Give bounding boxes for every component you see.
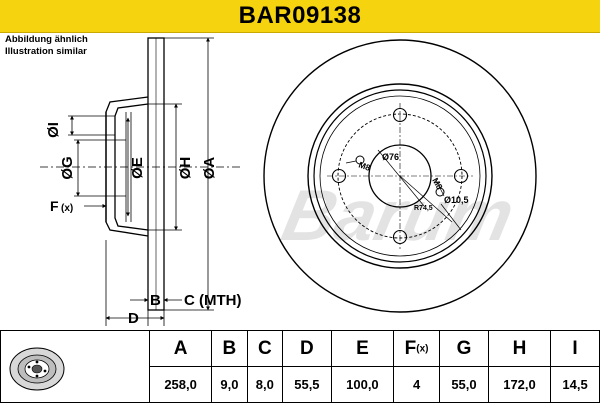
- spec-value-row: 258,0 9,0 8,0 55,5 100,0 4 55,0 172,0 14…: [1, 366, 600, 403]
- spec-header-G: G: [439, 330, 489, 367]
- technical-drawing: Barum: [40, 37, 537, 327]
- label-hole-diameter: Ø10,5: [444, 195, 469, 205]
- dim-label-D: D: [128, 310, 139, 327]
- header-bar: BAR09138: [0, 0, 600, 33]
- brake-disc-thumbnail-icon: [9, 347, 65, 391]
- dim-label-A: ØA: [201, 157, 218, 180]
- spec-value-I: 14,5: [550, 366, 600, 403]
- spec-header-C: C: [246, 330, 284, 367]
- label-thread-left: M8: [357, 159, 372, 173]
- spec-header-row: A B C D E F(x) G H I: [0, 330, 600, 403]
- dim-label-I: ØI: [45, 122, 62, 138]
- spec-header-E: E: [330, 330, 395, 367]
- spec-value-A: 258,0: [148, 366, 213, 403]
- spec-header-B: B: [211, 330, 248, 367]
- dim-label-F: F: [50, 198, 59, 214]
- front-view: [263, 39, 537, 313]
- dim-label-C: C (MTH): [184, 292, 241, 309]
- spec-value-G: 55,0: [439, 366, 489, 403]
- dim-label-B: B: [150, 292, 161, 309]
- caption-german: Abbildung ähnlich: [5, 34, 88, 45]
- caption-english: Illustration similar: [5, 46, 87, 57]
- spec-header-I: I: [550, 330, 600, 367]
- specification-table: A B C D E F(x) G H I 258,0 9,0 8,0 55,5 …: [0, 330, 600, 403]
- dim-label-F-suffix: (x): [61, 203, 73, 214]
- dim-label-H: ØH: [177, 157, 194, 180]
- spec-value-B: 9,0: [211, 366, 248, 403]
- spec-value-C: 8,0: [246, 366, 284, 403]
- part-number-title: BAR09138: [238, 2, 362, 29]
- spec-value-H: 172,0: [487, 366, 552, 403]
- dim-label-G: ØG: [59, 156, 76, 179]
- spec-header-F: F(x): [393, 330, 441, 367]
- spec-header-D: D: [282, 330, 332, 367]
- spec-header-A: A: [148, 330, 213, 367]
- spec-value-E: 100,0: [330, 366, 395, 403]
- dim-label-E: ØE: [129, 157, 146, 179]
- label-center-bore: Ø76: [382, 152, 399, 162]
- disc-thumbnail-cell: [0, 330, 150, 403]
- spec-value-D: 55,5: [282, 366, 332, 403]
- label-pitch-radius: R74,5: [414, 205, 433, 212]
- spec-header-H: H: [487, 330, 552, 367]
- spec-value-F: 4: [393, 366, 441, 403]
- illustration-caption: Abbildung ähnlich Illustration similar: [5, 34, 88, 58]
- barum-watermark: Barum: [276, 176, 521, 256]
